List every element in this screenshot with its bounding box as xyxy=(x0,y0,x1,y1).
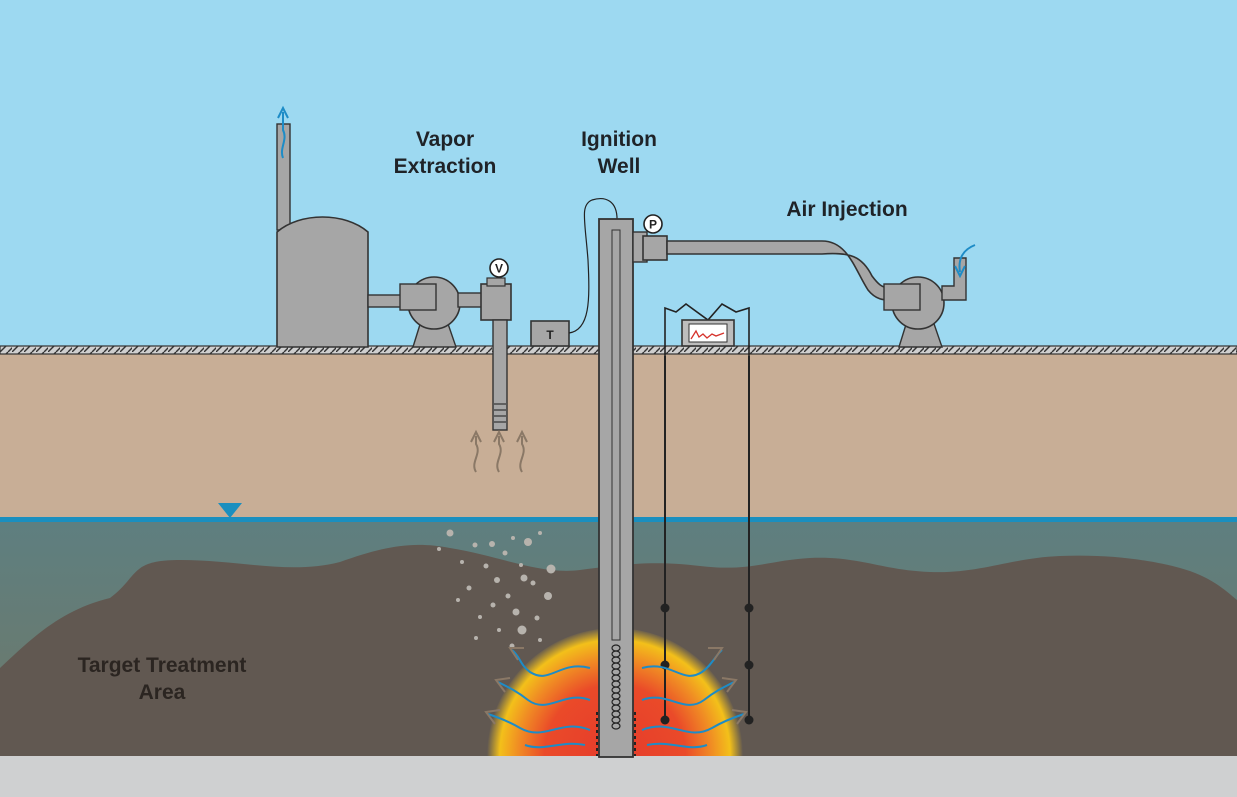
igniter-coil xyxy=(611,644,621,730)
vapor-bubbles xyxy=(437,529,556,649)
monitoring-sensors xyxy=(660,603,754,725)
ignition-well-screen xyxy=(596,712,636,756)
injection-blower-housing xyxy=(883,283,921,311)
extraction-valve-flange xyxy=(486,277,506,287)
thermocouple-label: T xyxy=(546,328,554,342)
heat-flow-arrowheads-right xyxy=(708,647,748,725)
temperature-trace-icon xyxy=(690,329,725,340)
pressure-gauge-label: P xyxy=(649,218,657,232)
target-treatment-area-label-line1: Target Treatment xyxy=(77,654,247,677)
ignition-well-label: Ignition Well xyxy=(561,126,677,180)
exhaust-arrowhead-icon xyxy=(277,105,289,119)
valve-gauge-label: V xyxy=(495,262,503,276)
thermocouple-box xyxy=(530,320,570,347)
extraction-well-screen xyxy=(494,403,506,423)
exhaust-arrow-icon xyxy=(281,112,286,159)
extraction-well-casing xyxy=(492,319,508,431)
ignition-well-label-line2: Well xyxy=(597,155,641,178)
heat-flow-arrowheads-left xyxy=(484,647,524,725)
extraction-blower-housing xyxy=(399,283,437,311)
air-injection-label-text: Air Injection xyxy=(786,198,908,221)
air-intake-arrowhead-icon xyxy=(954,265,966,279)
tank-pipe xyxy=(367,294,403,308)
valve-gauge-icon xyxy=(489,258,509,278)
bedrock xyxy=(0,756,1237,797)
air-inlet-valve xyxy=(642,235,668,261)
vapor-extraction-label-line2: Extraction xyxy=(393,155,497,178)
vapor-flow-arrows xyxy=(470,429,528,473)
data-logger-screen xyxy=(688,323,728,343)
air-intake-arrow-icon xyxy=(958,244,976,273)
heat-flow-arrows-left xyxy=(487,649,591,749)
target-treatment-area-label: Target Treatment Area xyxy=(52,652,272,706)
water-table-marker-icon xyxy=(218,503,242,518)
extraction-pipe xyxy=(457,292,485,308)
vapor-extraction-label: Vapor Extraction xyxy=(378,126,512,180)
thermocouple-wire xyxy=(568,198,618,640)
pressure-gauge-icon xyxy=(643,214,663,234)
extraction-valve-body xyxy=(480,283,512,321)
treatment-tank xyxy=(276,216,369,348)
target-treatment-area-label-line2: Area xyxy=(138,681,186,704)
ignition-well-inner xyxy=(611,229,621,641)
ignition-well-casing xyxy=(598,218,634,758)
vapor-extraction-label-line1: Vapor xyxy=(415,128,475,151)
ignition-well-label-line1: Ignition xyxy=(581,128,657,151)
air-injection-label: Air Injection xyxy=(764,196,930,223)
